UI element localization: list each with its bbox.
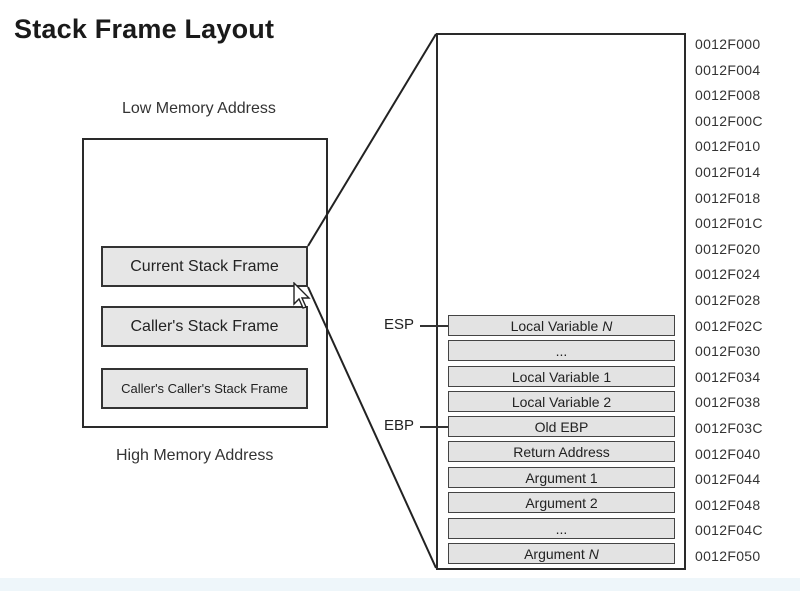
stack-slot: ... (448, 340, 675, 361)
memory-address: 0012F02C (695, 317, 763, 334)
memory-address: 0012F038 (695, 394, 761, 411)
stack-slot: Local Variable 1 (448, 366, 675, 387)
memory-address: 0012F024 (695, 266, 761, 283)
memory-address: 0012F030 (695, 343, 761, 360)
stack-slot: Local Variable 2 (448, 391, 675, 412)
stack-slot-label: Local Variable 1 (511, 368, 612, 385)
ebp-label: EBP (384, 417, 415, 434)
stack-slot: Return Address (448, 441, 675, 462)
memory-address: 0012F028 (695, 292, 761, 308)
stack-slot-label: ... (555, 520, 568, 537)
stack-slot-label: Local Variable 2 (511, 393, 612, 410)
stack-slot-label: ... (555, 342, 568, 359)
esp-label: ESP (384, 316, 415, 333)
memory-address: 0012F010 (695, 138, 761, 155)
stack-slot-label: Old EBP (534, 418, 589, 435)
stack-slot-italic-suffix: N (588, 545, 599, 562)
memory-address: 0012F004 (695, 61, 761, 78)
memory-address: 0012F044 (695, 471, 761, 488)
memory-address: 0012F020 (695, 240, 761, 257)
memory-address: 0012F03C (695, 420, 763, 436)
connector-top-line (307, 33, 437, 247)
stack-slot-label: Argument 2 (525, 494, 598, 511)
current-stack-frame: Current Stack Frame (101, 246, 308, 287)
memory-address: 0012F01C (695, 215, 763, 232)
connector-bottom-line (307, 286, 437, 569)
stack-overview-box (82, 138, 328, 428)
stack-slot: Old EBP (448, 416, 675, 437)
esp-pointer-line (420, 325, 448, 327)
mouse-cursor-icon (293, 282, 311, 309)
stack-slot-italic-suffix: N (602, 317, 613, 334)
stack-slot-label: Argument 1 (525, 469, 598, 486)
stack-slot-label: Local Variable (510, 317, 599, 334)
stack-slot-label: Argument (524, 545, 585, 562)
callers-caller-stack-frame: Caller's Caller's Stack Frame (101, 368, 308, 409)
stack-slot-label: Return Address (513, 443, 610, 460)
memory-address: 0012F048 (695, 496, 761, 513)
memory-address: 0012F050 (695, 548, 761, 564)
footer-strip (0, 578, 800, 591)
stack-slot: Argument 2 (448, 492, 675, 513)
memory-address: 0012F040 (695, 445, 761, 462)
memory-address: 0012F014 (695, 164, 761, 180)
ebp-pointer-line (420, 426, 448, 428)
stack-slot: Argument 1 (448, 467, 675, 488)
page-title: Stack Frame Layout (14, 14, 275, 44)
memory-address: 0012F018 (695, 189, 761, 206)
memory-address: 0012F034 (695, 368, 761, 385)
stack-memory-panel (436, 33, 686, 570)
memory-address: 0012F00C (695, 112, 763, 129)
stack-slot: ... (448, 518, 675, 539)
caller-stack-frame: Caller's Stack Frame (101, 306, 308, 347)
high-memory-label: High Memory Address (116, 447, 274, 464)
memory-address: 0012F000 (695, 36, 761, 52)
low-memory-label: Low Memory Address (122, 100, 276, 117)
memory-address: 0012F04C (695, 522, 763, 539)
memory-address: 0012F008 (695, 87, 761, 104)
